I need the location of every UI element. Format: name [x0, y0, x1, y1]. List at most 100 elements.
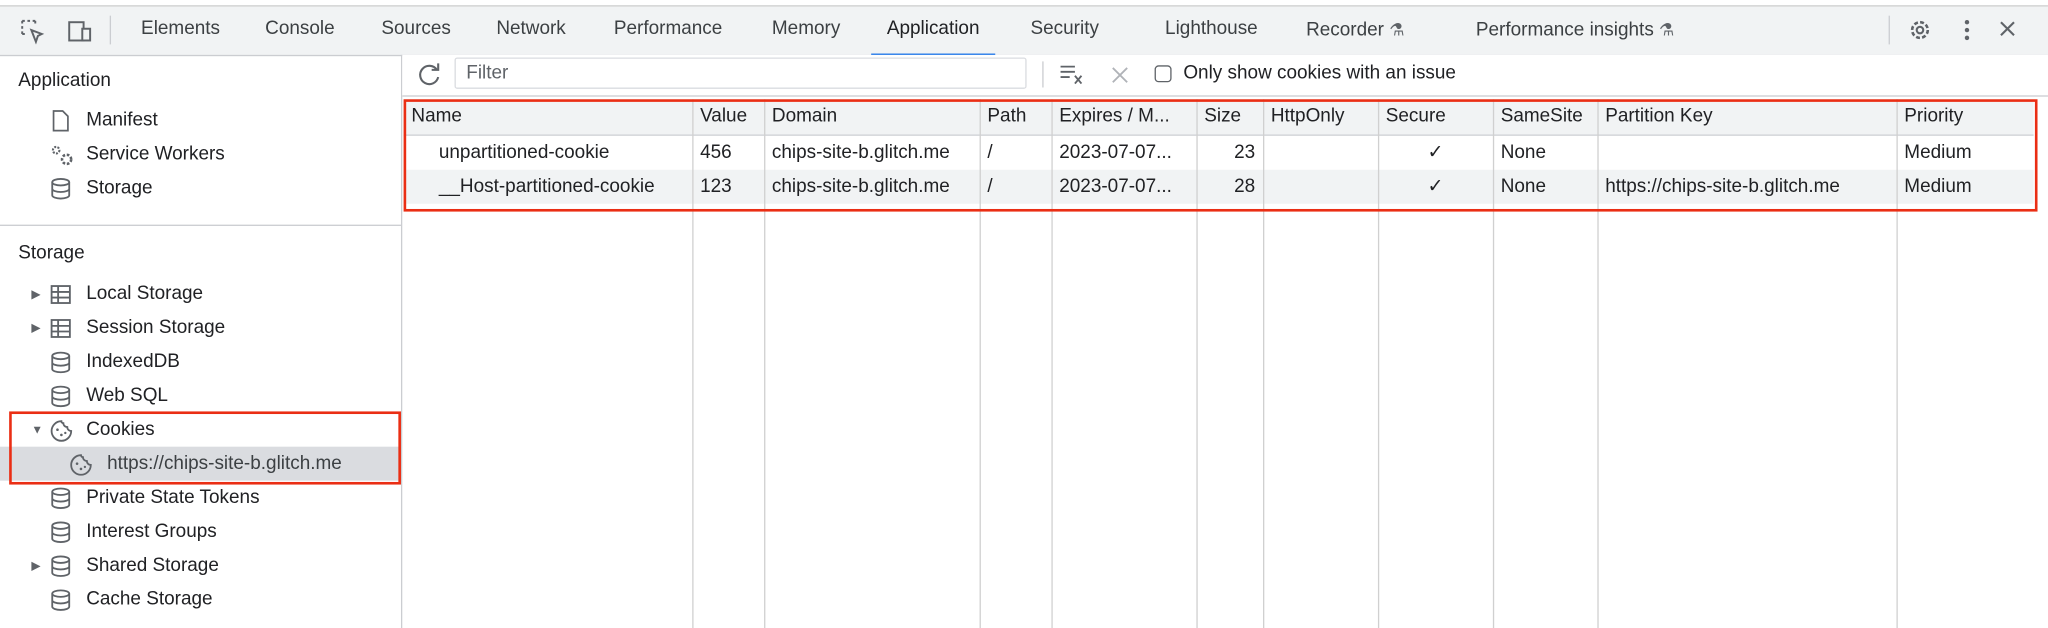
- column-divider[interactable]: [1196, 99, 1198, 628]
- column-header-size[interactable]: Size: [1204, 105, 1242, 127]
- tab-lighthouse[interactable]: Lighthouse: [1165, 18, 1258, 40]
- close-devtools-icon[interactable]: [1998, 20, 2016, 38]
- column-divider[interactable]: [692, 99, 694, 628]
- sidebar-item-session-storage[interactable]: ▶Session Storage: [0, 311, 401, 345]
- column-divider[interactable]: [1492, 99, 1495, 628]
- cell-secure: ✓: [1427, 142, 1444, 164]
- application-sidebar: Application Manifest Service Workers Sto…: [0, 54, 403, 628]
- tab-recorder[interactable]: Recorder⚗: [1306, 7, 1404, 55]
- tab-recorder-label: Recorder: [1306, 19, 1384, 41]
- cell-expires: 2023-07-07...: [1059, 142, 1172, 164]
- column-header-priority[interactable]: Priority: [1904, 105, 1964, 127]
- expand-arrow-icon[interactable]: ▶: [31, 321, 41, 335]
- column-divider[interactable]: [1051, 99, 1053, 628]
- sidebar-item-label: IndexedDB: [86, 351, 180, 373]
- device-toolbar-icon[interactable]: [67, 18, 93, 44]
- cell-partition-key: https://chips-site-b.glitch.me: [1605, 176, 1840, 198]
- cell-partition-key: [1597, 136, 1896, 170]
- document-icon: [50, 110, 72, 132]
- column-divider[interactable]: [1896, 99, 1898, 628]
- cell-path: /: [987, 142, 993, 164]
- delete-selected-icon[interactable]: [1111, 67, 1128, 84]
- column-divider[interactable]: [1377, 99, 1380, 628]
- tab-sources[interactable]: Sources: [381, 18, 451, 40]
- cell-value: 456: [700, 142, 732, 164]
- tab-elements[interactable]: Elements: [141, 18, 221, 40]
- column-header-httponly[interactable]: HttpOnly: [1270, 105, 1345, 127]
- tab-network[interactable]: Network: [496, 18, 566, 40]
- filter-input[interactable]: [454, 57, 1027, 89]
- cell-samesite: None: [1500, 142, 1546, 164]
- column-header-path[interactable]: Path: [987, 105, 1027, 127]
- sidebar-item-label: https://chips-site-b.glitch.me: [107, 453, 342, 475]
- column-header-secure[interactable]: Secure: [1385, 105, 1446, 127]
- column-divider[interactable]: [979, 99, 981, 628]
- sidebar-item-private-state-tokens[interactable]: Private State Tokens: [0, 481, 401, 515]
- tab-performance-insights-label: Performance insights: [1475, 19, 1654, 41]
- tab-console[interactable]: Console: [265, 18, 335, 40]
- tab-memory[interactable]: Memory: [771, 18, 841, 40]
- sidebar-item-label: Web SQL: [86, 385, 168, 407]
- column-header-samesite[interactable]: SameSite: [1500, 105, 1583, 127]
- cookies-table: Name Value Domain Path Expires / M... Size Htt…: [403, 99, 2034, 628]
- sidebar-item-label: Interest Groups: [86, 521, 217, 543]
- sidebar-item-https-chips-site-b-glitch-me[interactable]: https://chips-site-b.glitch.me: [0, 446, 401, 481]
- sidebar-item-label: Cookies: [86, 419, 155, 441]
- sidebar-item-storage[interactable]: Storage: [0, 171, 401, 205]
- sidebar-item-cookies[interactable]: ▼ Cookies: [0, 413, 401, 447]
- tab-security[interactable]: Security: [1030, 18, 1099, 40]
- cell-name: unpartitioned-cookie: [438, 142, 610, 164]
- column-divider[interactable]: [764, 99, 766, 628]
- column-divider[interactable]: [1262, 99, 1265, 628]
- cookies-toolbar: Only show cookies with an issue: [402, 54, 2048, 97]
- column-header-expires[interactable]: Expires / M...: [1059, 105, 1170, 127]
- table-icon: [50, 283, 72, 305]
- sidebar-divider: [0, 224, 401, 226]
- column-header-domain[interactable]: Domain: [771, 105, 838, 127]
- column-header-value[interactable]: Value: [700, 105, 748, 127]
- cell-size: 28: [1234, 176, 1256, 198]
- sidebar-item-label: Shared Storage: [86, 555, 219, 576]
- cell-secure: ✓: [1427, 176, 1444, 198]
- inspect-element-icon[interactable]: [20, 18, 46, 45]
- tab-performance-insights[interactable]: Performance insights⚗: [1476, 7, 1674, 55]
- clear-all-cookies-icon[interactable]: [1059, 63, 1085, 87]
- only-issues-checkbox[interactable]: [1154, 65, 1172, 83]
- column-header-name[interactable]: Name: [411, 105, 462, 127]
- tab-performance[interactable]: Performance: [613, 18, 723, 40]
- refresh-icon[interactable]: [417, 61, 443, 87]
- sidebar-item-shared-storage[interactable]: ▶ Shared Storage: [0, 549, 401, 583]
- database-icon: [50, 487, 72, 509]
- expand-arrow-icon[interactable]: ▶: [31, 287, 41, 301]
- table-header: Name Value Domain Path Expires / M... Size Htt…: [403, 99, 2034, 136]
- expand-arrow-icon[interactable]: ▶: [31, 559, 41, 573]
- tab-application[interactable]: Application: [871, 7, 996, 57]
- cell-expires: 2023-07-07...: [1059, 176, 1172, 198]
- cell-priority: Medium: [1904, 142, 1972, 164]
- sidebar-item-service-workers[interactable]: Service Workers: [0, 137, 401, 171]
- sidebar-item-indexeddb[interactable]: IndexedDB: [0, 345, 401, 379]
- sidebar-item-cache-storage[interactable]: Cache Storage: [0, 583, 401, 617]
- cell-httponly: [1263, 170, 1378, 204]
- sidebar-item-label: Manifest: [86, 109, 158, 131]
- settings-gear-icon[interactable]: [1907, 17, 1933, 43]
- cell-priority: Medium: [1904, 176, 1972, 198]
- collapse-arrow-icon[interactable]: ▼: [31, 423, 43, 437]
- cell-samesite: None: [1500, 176, 1546, 198]
- database-icon: [50, 589, 72, 611]
- sidebar-item-manifest[interactable]: Manifest: [0, 103, 401, 137]
- database-icon: [50, 385, 72, 408]
- sidebar-item-label: Cache Storage: [86, 589, 213, 610]
- storage-section-heading: Storage: [18, 242, 85, 264]
- cell-path: /: [987, 176, 993, 198]
- sidebar-item-web-sql[interactable]: Web SQL: [0, 379, 401, 413]
- cookie-icon: [69, 453, 92, 476]
- sidebar-item-interest-groups[interactable]: Interest Groups: [0, 515, 401, 549]
- database-icon: [50, 351, 72, 374]
- column-header-partition-key[interactable]: Partition Key: [1605, 105, 1713, 127]
- sidebar-item-local-storage[interactable]: ▶Local Storage: [0, 277, 401, 311]
- more-options-icon[interactable]: [1962, 17, 1972, 43]
- column-divider[interactable]: [1597, 99, 1599, 628]
